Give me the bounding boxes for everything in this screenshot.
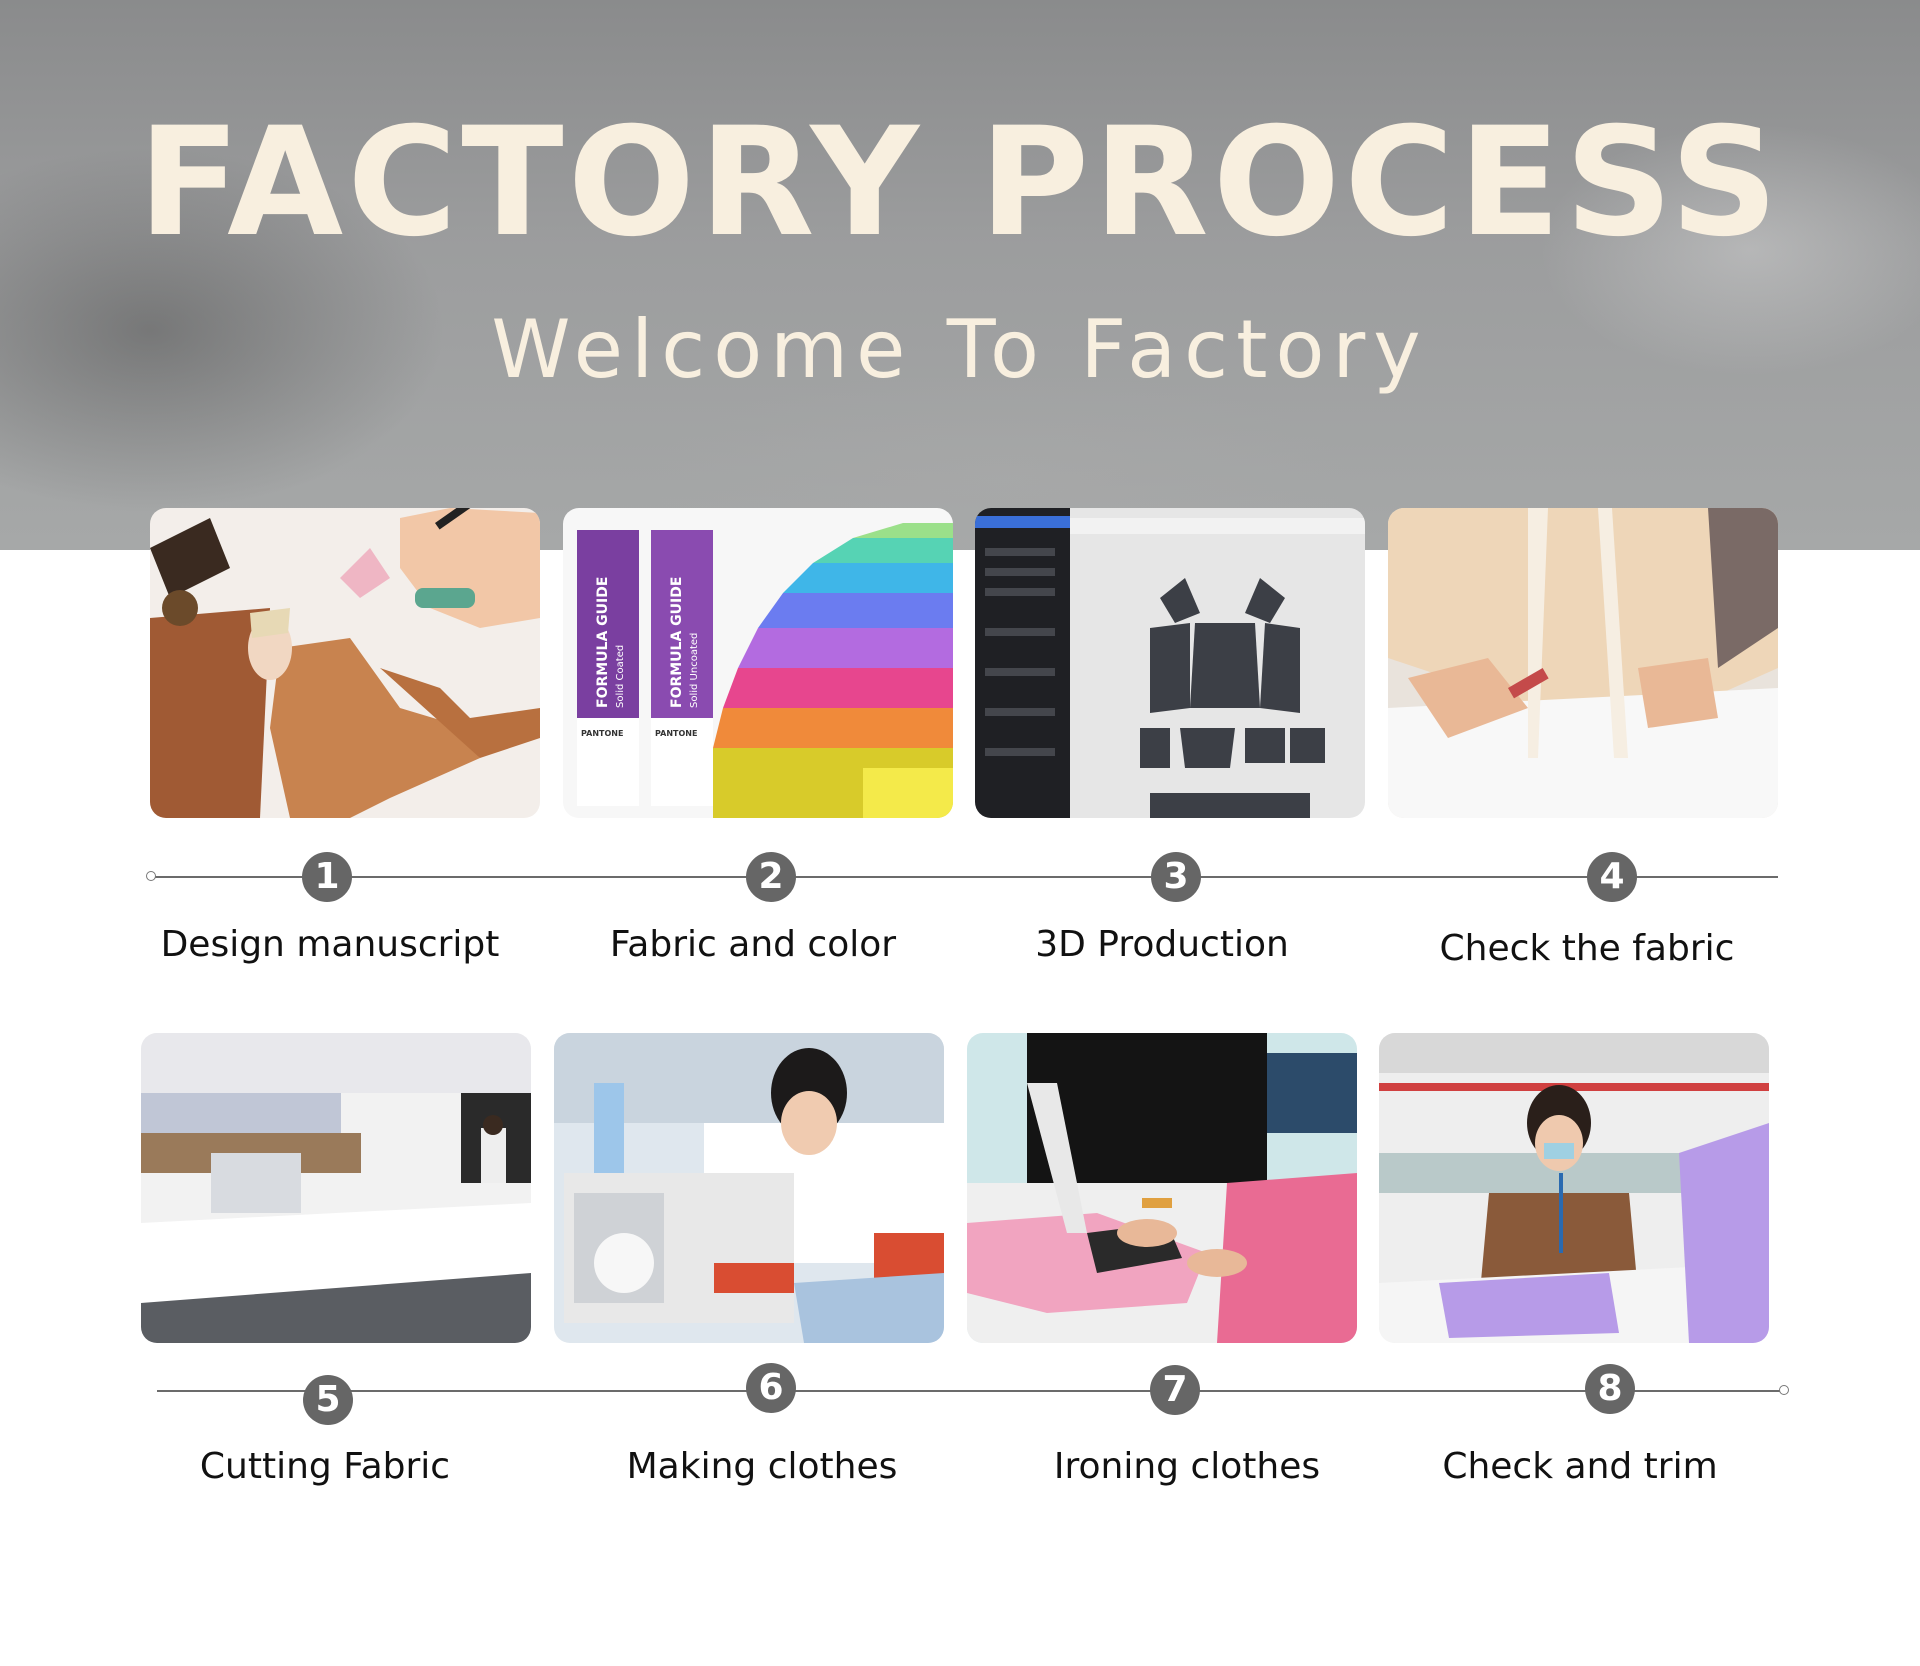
pantone-guide-2-sub: Solid Uncoated [689,633,700,708]
step-label-1: Design manuscript [160,924,500,965]
step-number-2: 2 [746,852,796,902]
timeline-start-dot [146,871,156,881]
cutting-machine-image [141,1033,531,1343]
page-title: FACTORY PROCESS [137,96,1783,270]
step-label-4: Check the fabric [1439,928,1735,969]
timeline-line-row-2 [157,1390,1783,1392]
step-number-3: 3 [1151,852,1201,902]
pantone-brand-1: PANTONE [581,729,623,738]
pantone-guide-1-text: FORMULA GUIDE [595,577,611,708]
step-number-8: 8 [1585,1364,1635,1414]
fashion-sketch-image [150,508,540,818]
step-label-3: 3D Production [1035,924,1289,965]
pantone-guide-2-text: FORMULA GUIDE [669,577,685,708]
pantone-guide-1-sub: Solid Coated [615,645,626,708]
timeline-end-dot [1779,1385,1789,1395]
step-label-5: Cutting Fabric [199,1446,451,1487]
pattern-software-image [975,508,1365,818]
pantone-brand-2: PANTONE [655,729,697,738]
step-label-7: Ironing clothes [1053,1446,1321,1487]
step-label-8: Check and trim [1442,1446,1718,1487]
page-subtitle: Welcome To Factory [491,303,1429,396]
step-label-6: Making clothes [626,1446,898,1487]
step-number-5: 5 [303,1375,353,1425]
step-number-1: 1 [302,852,352,902]
quality-check-image [1379,1033,1769,1343]
step-label-2: Fabric and color [609,924,897,965]
timeline-line-row-1 [152,876,1778,878]
measuring-tape-image [1388,508,1778,818]
hero-banner: FACTORY PROCESS Welcome To Factory [0,0,1920,550]
step-number-7: 7 [1150,1365,1200,1415]
pantone-color-guide-image: FORMULA GUIDE Solid Coated FORMULA GUIDE… [563,508,953,818]
sewing-machine-image [554,1033,944,1343]
step-number-4: 4 [1587,852,1637,902]
ironing-image [967,1033,1357,1343]
step-number-6: 6 [746,1363,796,1413]
